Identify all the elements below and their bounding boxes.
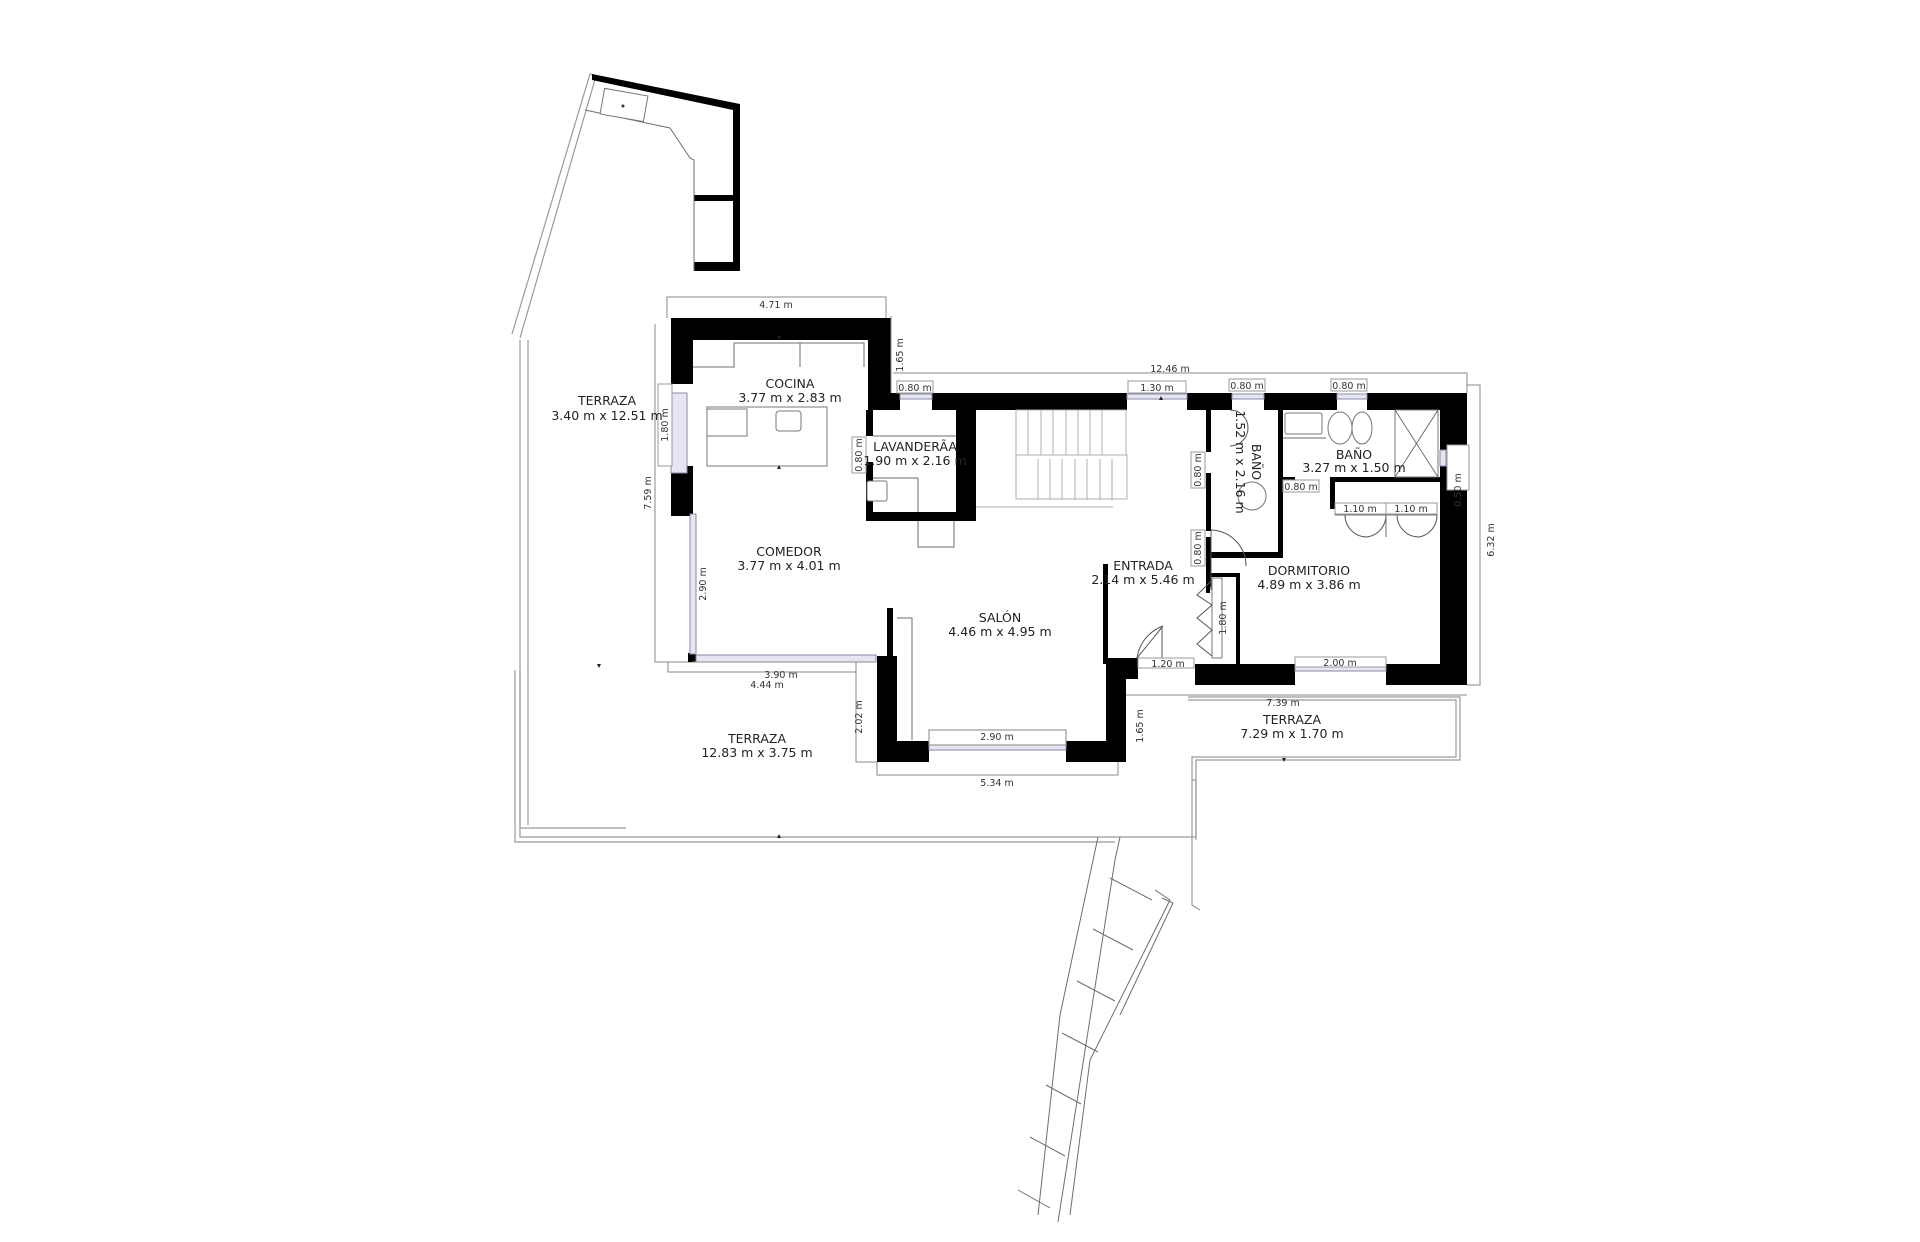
svg-text:0.80 m: 0.80 m bbox=[1193, 531, 1204, 564]
room-terraza-south: TERRAZA 12.83 m x 3.75 m bbox=[701, 731, 812, 760]
svg-text:0.50 m: 0.50 m bbox=[1453, 473, 1464, 506]
room-bano-large: BAÑO 3.27 m x 1.50 m bbox=[1302, 447, 1405, 475]
svg-text:0.80 m: 0.80 m bbox=[898, 383, 931, 394]
svg-text:DORMITORIO: DORMITORIO bbox=[1268, 563, 1350, 578]
svg-text:2.02 m: 2.02 m bbox=[854, 700, 865, 733]
salon-window bbox=[928, 744, 1067, 751]
svg-text:4.46 m x 4.95 m: 4.46 m x 4.95 m bbox=[948, 624, 1051, 639]
svg-text:3.27 m x 1.50 m: 3.27 m x 1.50 m bbox=[1302, 460, 1405, 475]
svg-text:12.46 m: 12.46 m bbox=[1150, 364, 1189, 375]
svg-text:7.39 m: 7.39 m bbox=[1266, 698, 1299, 709]
svg-text:3.77 m x 2.83 m: 3.77 m x 2.83 m bbox=[738, 390, 841, 405]
opening-markers bbox=[597, 336, 1286, 838]
doors bbox=[1136, 529, 1247, 659]
salon-lines bbox=[897, 617, 1067, 746]
stair-window bbox=[1126, 393, 1188, 400]
toilet-icon bbox=[1327, 411, 1353, 445]
svg-text:2.90 m: 2.90 m bbox=[980, 732, 1013, 743]
svg-text:3.77 m x 4.01 m: 3.77 m x 4.01 m bbox=[737, 558, 840, 573]
svg-text:0.80 m: 0.80 m bbox=[1193, 453, 1204, 486]
svg-text:0.80 m: 0.80 m bbox=[1230, 381, 1263, 392]
svg-text:6.32 m: 6.32 m bbox=[1486, 523, 1497, 556]
terrace-outlines bbox=[511, 73, 1461, 911]
svg-text:1.65 m: 1.65 m bbox=[1135, 709, 1146, 742]
room-salon: SALÓN 4.46 m x 4.95 m bbox=[948, 610, 1051, 639]
svg-text:12.83 m x 3.75 m: 12.83 m x 3.75 m bbox=[701, 745, 812, 760]
laundry-sink-icon bbox=[866, 480, 888, 502]
bath1-door-arc bbox=[1229, 409, 1249, 447]
room-bano-small: BAÑO 1.52 m x 2.16 m bbox=[1233, 410, 1264, 513]
svg-text:BAÑO: BAÑO bbox=[1336, 447, 1372, 462]
svg-text:1.10 m: 1.10 m bbox=[1394, 504, 1427, 515]
svg-text:1.10 m: 1.10 m bbox=[1343, 504, 1376, 515]
svg-text:2.00 m: 2.00 m bbox=[1323, 658, 1356, 669]
cooktop-icon bbox=[706, 408, 748, 437]
svg-text:TERRAZA: TERRAZA bbox=[577, 393, 637, 408]
stairs bbox=[976, 409, 1128, 508]
kitchen-sink-icon bbox=[775, 410, 802, 432]
room-cocina: COCINA 3.77 m x 2.83 m bbox=[738, 376, 841, 405]
svg-text:COMEDOR: COMEDOR bbox=[756, 544, 822, 559]
dimension-lines bbox=[667, 316, 1481, 776]
exterior-ramp bbox=[1017, 836, 1174, 1223]
room-dormitorio: DORMITORIO 4.89 m x 3.86 m bbox=[1257, 563, 1360, 592]
dimension-labels: 12.46 m 1.65 m 0.80 m 1.30 m 0.80 m 0.80… bbox=[643, 338, 1497, 789]
entry-door-arc bbox=[1210, 529, 1247, 567]
svg-text:BAÑO: BAÑO bbox=[1249, 444, 1264, 480]
svg-text:1.30 m: 1.30 m bbox=[1140, 383, 1173, 394]
svg-text:7.59 m: 7.59 m bbox=[643, 476, 654, 509]
east-small-window bbox=[1439, 449, 1447, 467]
main-door-arc bbox=[1136, 625, 1164, 659]
svg-text:LAVANDERÃA: LAVANDERÃA bbox=[873, 439, 957, 454]
svg-text:1.52 m x 2.16 m: 1.52 m x 2.16 m bbox=[1233, 410, 1248, 513]
svg-text:0.80 m: 0.80 m bbox=[1284, 482, 1317, 493]
svg-text:0.80 m: 0.80 m bbox=[1332, 381, 1365, 392]
laundry-fixtures bbox=[866, 435, 956, 548]
windows bbox=[670, 392, 1447, 751]
bath2-sink-icon bbox=[1284, 412, 1323, 435]
bath1-sink-icon bbox=[1237, 481, 1267, 511]
svg-text:2.90 m: 2.90 m bbox=[698, 567, 709, 600]
svg-text:0.80 m: 0.80 m bbox=[854, 438, 865, 471]
svg-text:1.65 m: 1.65 m bbox=[895, 338, 906, 371]
walls bbox=[671, 318, 1467, 762]
svg-text:ENTRADA: ENTRADA bbox=[1113, 558, 1173, 573]
svg-text:7.29 m x 1.70 m: 7.29 m x 1.70 m bbox=[1240, 726, 1343, 741]
svg-text:4.44 m: 4.44 m bbox=[750, 680, 783, 691]
svg-text:4.89 m x 3.86 m: 4.89 m x 3.86 m bbox=[1257, 577, 1360, 592]
room-entrada: ENTRADA 2.14 m x 5.46 m bbox=[1091, 558, 1194, 587]
dining-bottom-window bbox=[695, 654, 877, 663]
room-labels: TERRAZA 3.40 m x 12.51 m COCINA 3.77 m x… bbox=[551, 376, 1405, 760]
room-lavanderia: LAVANDERÃA 1.90 m x 2.16 m bbox=[863, 439, 966, 468]
svg-text:1.80 m: 1.80 m bbox=[1218, 601, 1229, 634]
svg-text:1.20 m: 1.20 m bbox=[1151, 659, 1184, 670]
kitchen-fixtures bbox=[693, 342, 865, 467]
svg-text:5.34 m: 5.34 m bbox=[980, 778, 1013, 789]
svg-text:2.14 m x 5.46 m: 2.14 m x 5.46 m bbox=[1091, 572, 1194, 587]
svg-text:TERRAZA: TERRAZA bbox=[727, 731, 787, 746]
svg-text:1.90 m x 2.16 m: 1.90 m x 2.16 m bbox=[863, 453, 966, 468]
svg-text:1.80 m: 1.80 m bbox=[660, 408, 671, 441]
svg-text:SALÓN: SALÓN bbox=[979, 610, 1021, 625]
svg-text:4.71 m: 4.71 m bbox=[759, 300, 792, 311]
svg-text:COCINA: COCINA bbox=[766, 376, 815, 391]
room-terraza-east: TERRAZA 7.29 m x 1.70 m bbox=[1240, 712, 1343, 741]
kitchen-window bbox=[670, 392, 688, 474]
room-comedor: COMEDOR 3.77 m x 4.01 m bbox=[737, 544, 840, 573]
bath1-window bbox=[1231, 393, 1265, 400]
bathroom-fixtures bbox=[1229, 409, 1439, 511]
svg-text:3.90 m: 3.90 m bbox=[764, 670, 797, 681]
dining-side-window bbox=[689, 513, 697, 655]
svg-text:3.40 m x 12.51 m: 3.40 m x 12.51 m bbox=[551, 408, 662, 423]
room-terraza-west: TERRAZA 3.40 m x 12.51 m bbox=[551, 393, 662, 423]
stair-treads bbox=[1027, 410, 1113, 500]
bidet-icon bbox=[1351, 411, 1373, 445]
bath2-window bbox=[1336, 393, 1368, 400]
lav-window bbox=[899, 393, 933, 400]
outdoor-kitchen bbox=[584, 74, 740, 271]
svg-text:TERRAZA: TERRAZA bbox=[1262, 712, 1322, 727]
